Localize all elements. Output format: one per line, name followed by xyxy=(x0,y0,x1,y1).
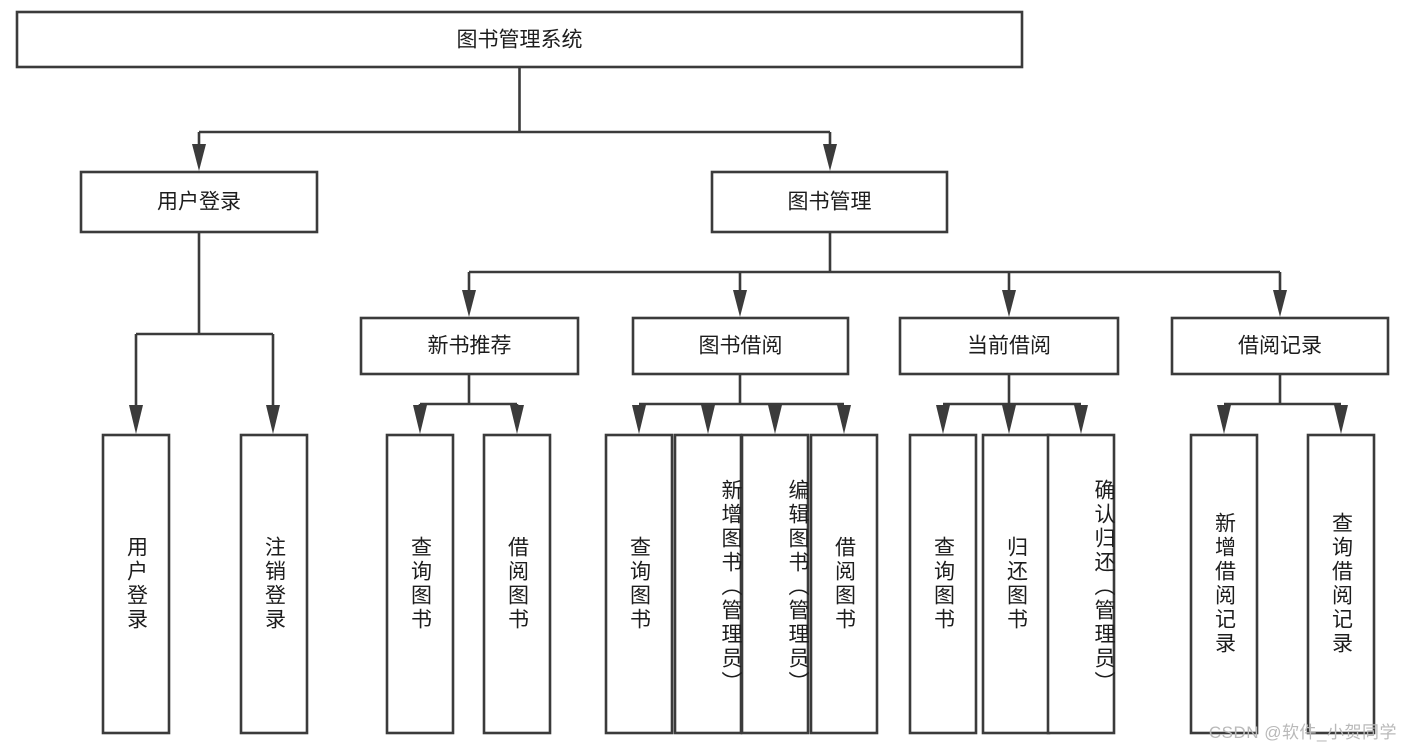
arrow-newbook-leaf2 xyxy=(510,405,524,434)
leaf-box-return-book[interactable] xyxy=(981,433,1051,735)
arrow-bm-to-current xyxy=(1002,290,1016,317)
arrow-login-leaf1 xyxy=(129,405,143,434)
leaf-box-query-book-1[interactable] xyxy=(385,433,455,735)
arrow-root-to-bookmgmt xyxy=(823,144,837,171)
watermark-text: CSDN @软件_小贺同学 xyxy=(1208,723,1397,742)
leaf-box-query-book-3[interactable] xyxy=(908,433,978,735)
arrow-bm-to-record xyxy=(1273,290,1287,317)
arrow-login-leaf2 xyxy=(266,405,280,434)
node-current-borrow[interactable]: 当前借阅 xyxy=(898,316,1120,376)
node-book-borrow-label: 图书借阅 xyxy=(699,335,783,358)
node-new-book-recommend[interactable]: 新书推荐 xyxy=(359,316,580,376)
leaf-box-borrow-book-1[interactable] xyxy=(482,433,552,735)
node-user-login-box[interactable] xyxy=(79,170,319,234)
node-current-borrow-box[interactable] xyxy=(898,316,1120,376)
leaf-box-add-borrow-record[interactable] xyxy=(1189,433,1259,735)
arrow-record-leaf1 xyxy=(1217,405,1231,434)
node-current-borrow-label: 当前借阅 xyxy=(967,335,1051,358)
arrow-bm-to-borrow xyxy=(733,290,747,317)
connector-layer xyxy=(129,67,1348,434)
arrow-record-leaf2 xyxy=(1334,405,1348,434)
leaf-box-edit-book-admin[interactable] xyxy=(740,433,810,735)
node-book-borrow-box[interactable] xyxy=(631,316,850,376)
node-book-management-box[interactable] xyxy=(710,170,949,234)
node-user-login[interactable]: 用户登录 xyxy=(79,170,319,234)
arrow-current-leaf3 xyxy=(1074,405,1088,434)
leaf-box-query-borrow-record[interactable] xyxy=(1306,433,1376,735)
node-book-management-label: 图书管理 xyxy=(788,191,872,214)
node-root-box[interactable] xyxy=(15,10,1024,69)
arrow-bm-to-newbook xyxy=(462,290,476,317)
node-borrow-record[interactable]: 借阅记录 xyxy=(1170,316,1390,376)
leaf-box-add-book-admin[interactable] xyxy=(673,433,743,735)
arrow-current-leaf2 xyxy=(1002,405,1016,434)
arrow-borrow-leaf2 xyxy=(701,405,715,434)
leaf-box-borrow-book-2[interactable] xyxy=(809,433,879,735)
node-borrow-record-box[interactable] xyxy=(1170,316,1390,376)
leaf-box-logout[interactable] xyxy=(239,433,309,735)
arrow-borrow-leaf3 xyxy=(768,405,782,434)
node-new-book-recommend-label: 新书推荐 xyxy=(428,335,512,358)
node-book-borrow[interactable]: 图书借阅 xyxy=(631,316,850,376)
arrow-current-leaf1 xyxy=(936,405,950,434)
arrow-newbook-leaf1 xyxy=(413,405,427,434)
node-borrow-record-label: 借阅记录 xyxy=(1238,335,1322,358)
leaf-box-query-book-2[interactable] xyxy=(604,433,674,735)
node-user-login-label: 用户登录 xyxy=(157,191,241,214)
node-root-label: 图书管理系统 xyxy=(457,29,583,52)
node-root[interactable]: 图书管理系统 xyxy=(15,10,1024,69)
leaf-box-user-login[interactable] xyxy=(101,433,171,735)
leaf-box-confirm-return-admin[interactable] xyxy=(1046,433,1116,735)
node-new-book-recommend-box[interactable] xyxy=(359,316,580,376)
arrow-root-to-login xyxy=(192,144,206,171)
arrow-borrow-leaf1 xyxy=(632,405,646,434)
node-book-management[interactable]: 图书管理 xyxy=(710,170,949,234)
arrow-borrow-leaf4 xyxy=(837,405,851,434)
